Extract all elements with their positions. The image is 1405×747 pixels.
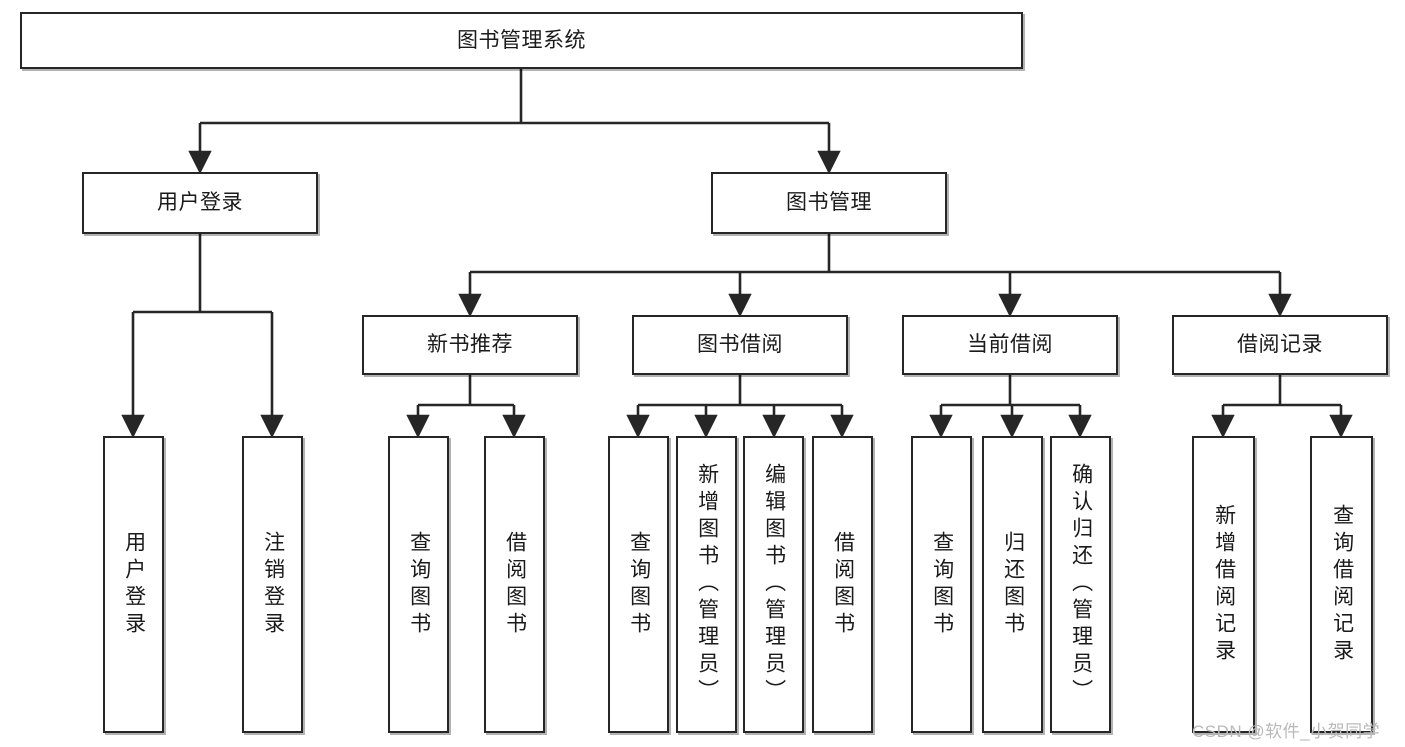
node-user-login[interactable]: 用户登录 bbox=[82, 172, 318, 234]
node-leaf-query-book-2[interactable]: 查询图书 bbox=[608, 436, 669, 733]
node-book-borrow[interactable]: 图书借阅 bbox=[632, 315, 848, 375]
node-leaf-user-login[interactable]: 用户登录 bbox=[103, 436, 164, 733]
node-book-borrow-label: 图书借阅 bbox=[697, 333, 783, 357]
node-borrow-record[interactable]: 借阅记录 bbox=[1172, 315, 1388, 375]
node-leaf-add-borrow-record-label: 新增借阅记录 bbox=[1212, 503, 1236, 666]
node-leaf-query-book-3-label: 查询图书 bbox=[930, 530, 954, 639]
node-leaf-borrow-book-2-label: 借阅图书 bbox=[831, 530, 855, 639]
node-leaf-add-book-admin-label: 新增图书（管理员） bbox=[695, 463, 719, 706]
node-current-borrow[interactable]: 当前借阅 bbox=[902, 315, 1118, 375]
node-leaf-user-logout-label: 注销登录 bbox=[261, 530, 285, 639]
node-leaf-confirm-return-admin-label: 确认归还（管理员） bbox=[1069, 463, 1093, 706]
node-leaf-confirm-return-admin[interactable]: 确认归还（管理员） bbox=[1050, 436, 1111, 733]
node-leaf-edit-book-admin[interactable]: 编辑图书（管理员） bbox=[743, 436, 804, 733]
node-leaf-borrow-book-1[interactable]: 借阅图书 bbox=[484, 436, 545, 733]
node-root-label: 图书管理系统 bbox=[457, 28, 586, 52]
node-leaf-query-borrow-record[interactable]: 查询借阅记录 bbox=[1310, 436, 1373, 733]
node-leaf-return-book-label: 归还图书 bbox=[1001, 530, 1025, 639]
node-leaf-user-logout[interactable]: 注销登录 bbox=[242, 436, 303, 733]
node-leaf-query-book-2-label: 查询图书 bbox=[627, 530, 651, 639]
node-leaf-query-book-3[interactable]: 查询图书 bbox=[911, 436, 972, 733]
node-leaf-user-login-label: 用户登录 bbox=[122, 530, 146, 639]
node-book-manage[interactable]: 图书管理 bbox=[711, 172, 947, 234]
node-leaf-query-book-1-label: 查询图书 bbox=[407, 530, 431, 639]
node-leaf-query-borrow-record-label: 查询借阅记录 bbox=[1330, 503, 1354, 666]
node-borrow-record-label: 借阅记录 bbox=[1237, 333, 1323, 357]
node-root[interactable]: 图书管理系统 bbox=[20, 12, 1023, 69]
node-new-book-recommend[interactable]: 新书推荐 bbox=[362, 315, 578, 375]
node-new-book-recommend-label: 新书推荐 bbox=[427, 333, 513, 357]
node-leaf-add-borrow-record[interactable]: 新增借阅记录 bbox=[1192, 436, 1255, 733]
node-leaf-edit-book-admin-label: 编辑图书（管理员） bbox=[762, 463, 786, 706]
node-book-manage-label: 图书管理 bbox=[786, 191, 872, 215]
node-leaf-borrow-book-2[interactable]: 借阅图书 bbox=[812, 436, 873, 733]
node-leaf-borrow-book-1-label: 借阅图书 bbox=[503, 530, 527, 639]
node-leaf-query-book-1[interactable]: 查询图书 bbox=[388, 436, 449, 733]
node-leaf-add-book-admin[interactable]: 新增图书（管理员） bbox=[676, 436, 737, 733]
node-leaf-return-book[interactable]: 归还图书 bbox=[982, 436, 1043, 733]
node-user-login-label: 用户登录 bbox=[157, 191, 243, 215]
csdn-watermark: CSDN @软件_小贺同学 bbox=[1192, 722, 1381, 741]
node-current-borrow-label: 当前借阅 bbox=[967, 333, 1053, 357]
connector-lines bbox=[121, 69, 1353, 439]
